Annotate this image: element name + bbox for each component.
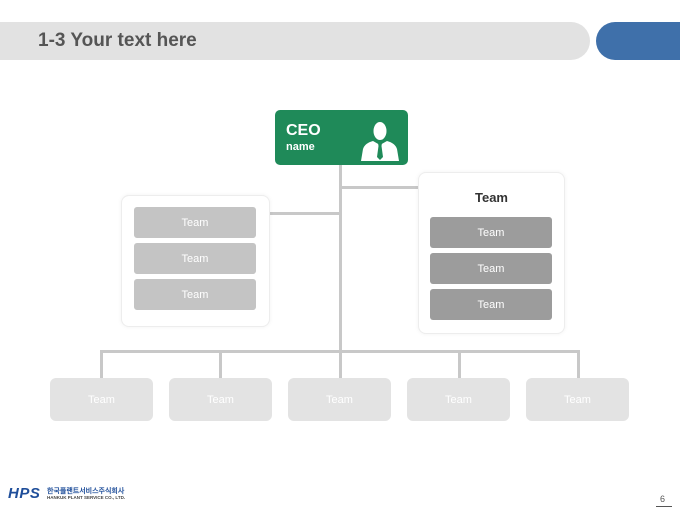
bottom-team-5: Team	[526, 378, 629, 421]
accent-tab	[596, 22, 680, 60]
left-team-2: Team	[134, 243, 256, 274]
connector-drop-5	[577, 350, 580, 379]
bottom-team-1: Team	[50, 378, 153, 421]
right-team-1: Team	[430, 217, 552, 248]
ceo-title: CEO	[286, 122, 321, 139]
page-title: 1-3 Your text here	[38, 30, 197, 51]
connector-left-branch	[270, 212, 340, 215]
page-number-underline	[656, 506, 672, 507]
left-team-3: Team	[134, 279, 256, 310]
right-team-2: Team	[430, 253, 552, 284]
left-team-1: Team	[134, 207, 256, 238]
connector-right-branch	[340, 186, 418, 189]
connector-drop-2	[219, 350, 222, 379]
company-logo: HPS	[8, 485, 41, 502]
bottom-team-2: Team	[169, 378, 272, 421]
company-name-english: HANKUK PLANT SERVICE CO., LTD.	[47, 495, 126, 500]
bottom-team-4: Team	[407, 378, 510, 421]
connector-drop-4	[458, 350, 461, 379]
connector-trunk	[339, 165, 342, 352]
company-name-korean: 한국플랜트서비스주식회사	[47, 488, 125, 495]
title-bar	[0, 22, 590, 60]
page-number: 6	[660, 494, 666, 504]
ceo-name: name	[286, 141, 315, 153]
bottom-team-3: Team	[288, 378, 391, 421]
connector-drop-3	[339, 350, 342, 379]
right-team-3: Team	[430, 289, 552, 320]
connector-drop-1	[100, 350, 103, 379]
right-panel-title: Team	[475, 190, 508, 205]
person-icon	[361, 122, 399, 161]
